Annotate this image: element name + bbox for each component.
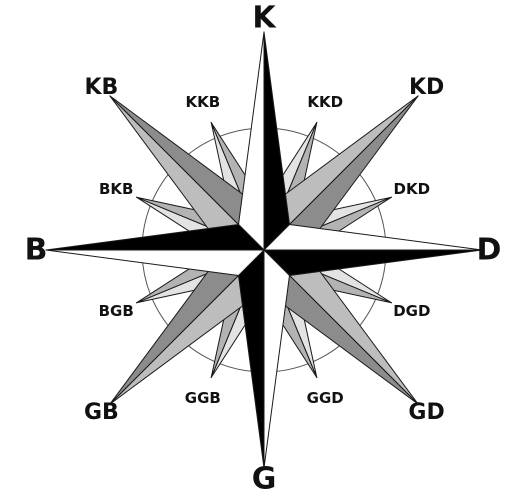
d-point-dark-half <box>263 249 483 276</box>
label-kkb: KKB <box>185 93 220 111</box>
label-kkd: KKD <box>307 93 343 111</box>
label-g: G <box>252 462 277 497</box>
label-b: B <box>25 233 48 268</box>
label-d: D <box>477 233 502 268</box>
g-point-light-half <box>263 249 290 469</box>
label-k: K <box>252 1 277 36</box>
label-dkd: DKD <box>394 180 431 198</box>
label-kd: KD <box>409 75 444 100</box>
label-kb: KB <box>84 75 118 100</box>
b-point-light-half <box>45 249 265 276</box>
label-bkb: BKB <box>99 180 134 198</box>
label-gb: GB <box>84 400 119 425</box>
label-gd: GD <box>408 400 444 425</box>
k-point-dark-half <box>263 31 290 251</box>
k-point-light-half <box>238 31 265 251</box>
label-bgb: BGB <box>99 302 134 320</box>
intercardinal-points <box>109 95 419 405</box>
d-point-light-half <box>263 224 483 251</box>
b-point-dark-half <box>45 224 265 251</box>
label-dgd: DGD <box>393 302 430 320</box>
label-ggd: GGD <box>307 389 344 407</box>
label-ggb: GGB <box>185 389 221 407</box>
cardinal-points <box>45 31 483 469</box>
g-point-dark-half <box>238 249 265 469</box>
